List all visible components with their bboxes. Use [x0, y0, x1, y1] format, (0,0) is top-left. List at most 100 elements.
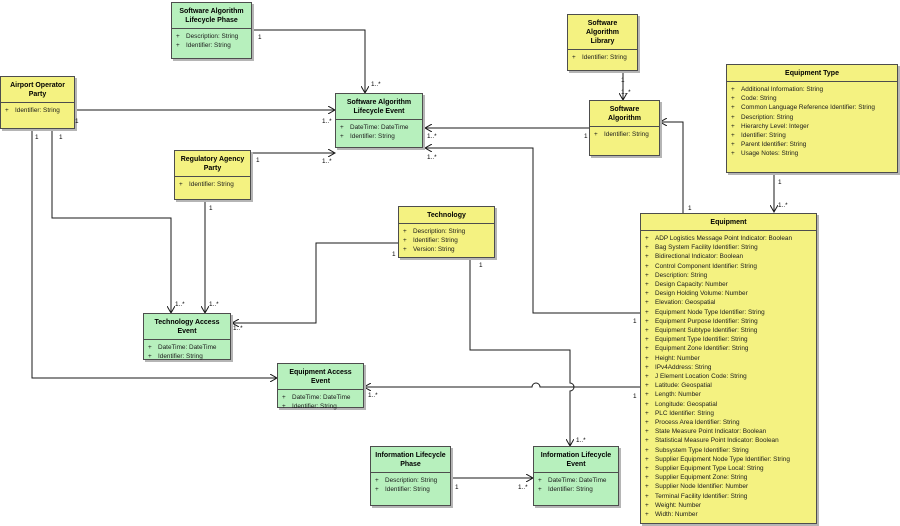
mult-algo-to-event-dst: 1..* [427, 133, 437, 140]
class-equipment-type[interactable]: Equipment Type + Additional Information: S… [726, 64, 898, 173]
attribute-text: Latitude: Geospatial [655, 382, 712, 390]
attribute-row: + Identifier: String [282, 402, 360, 411]
attribute-row: +Design Capacity: Number [645, 280, 813, 289]
mult-equip-to-event-dst: 1..* [427, 154, 437, 161]
public-visibility-marker: + [731, 132, 735, 140]
public-visibility-marker: + [645, 474, 649, 482]
assoc-technology-to-info-event [469, 257, 575, 446]
assoc-airport-to-tech-access [51, 129, 171, 313]
class-information-lifecycle-phase[interactable]: Information Lifecycle Phase + Description:… [370, 446, 451, 506]
attribute-row: +Identifier: String [179, 180, 247, 189]
class-software-algorithm-library[interactable]: Software Algorithm Library +Identifier: S… [567, 14, 638, 71]
attribute-text: Hierarchy Level: Integer [741, 122, 809, 130]
class-software-algorithm-lifecycle-phase[interactable]: Software Algorithm Lifecycle Phase+Descr… [171, 2, 252, 59]
mult-equip-to-access-src: 1 [633, 393, 637, 400]
class-regulatory-agency-party[interactable]: Regulatory Agency Party +Identifier: Stri… [174, 150, 251, 200]
attribute-row: +Control Component Identifier: String [645, 262, 813, 271]
attribute-text: Equipment Zone Identifier: String [655, 345, 749, 353]
attribute-row: + ADP Logistics Message Point Indicator: … [645, 234, 813, 243]
attribute-row: +Description: String [403, 227, 491, 236]
attribute-text: Control Component Identifier: String [655, 262, 757, 270]
class-title: Equipment Type [727, 65, 897, 82]
public-visibility-marker: + [731, 86, 735, 93]
public-visibility-marker: + [645, 363, 649, 371]
public-visibility-marker: + [645, 235, 649, 242]
attribute-row: +Longitude: Geospatial [645, 400, 813, 409]
attribute-row: +Usage Notes: String [731, 149, 894, 158]
public-visibility-marker: + [645, 465, 649, 473]
public-visibility-marker: + [375, 486, 379, 494]
attribute-row: +Height: Number [645, 354, 813, 363]
public-visibility-marker: + [282, 403, 286, 411]
class-title: Software Algorithm Library [568, 15, 637, 50]
attribute-row: +Weight: Number [645, 501, 813, 510]
class-airport-operator-party[interactable]: Airport Operator Party+Identifier: Strin… [0, 76, 75, 129]
attribute-row: +Width: Number [645, 510, 813, 519]
attribute-text: DateTime: DateTime [548, 477, 607, 484]
assoc-phase-to-event [251, 29, 365, 93]
public-visibility-marker: + [645, 345, 649, 353]
class-technology-access-event[interactable]: Technology Access Event+DateTime: DateTi… [143, 313, 231, 360]
attribute-list: +DateTime: DateTime+Identifier: String [278, 390, 363, 414]
attribute-list: +Additional Information: String+Code: St… [727, 82, 897, 162]
public-visibility-marker: + [403, 246, 407, 254]
mult-equip-type-src: 1 [778, 179, 782, 186]
public-visibility-marker: + [282, 394, 286, 401]
public-visibility-marker: + [645, 317, 649, 325]
attribute-text: Identifier: String [413, 237, 458, 245]
class-technology[interactable]: Technology+Description: String+Identifie… [398, 206, 495, 258]
class-software-algorithm-lifecycle-event[interactable]: Software Algorithm Lifecycle Event+DateT… [335, 93, 423, 148]
public-visibility-marker: + [645, 382, 649, 390]
mult-info-phase-dst: 1..* [518, 484, 528, 491]
public-visibility-marker: + [645, 492, 649, 500]
attribute-row: +Equipment Type Identifier: String [645, 335, 813, 344]
attribute-text: Equipment Purpose Identifier: String [655, 317, 758, 325]
attribute-text: Version: String [413, 246, 455, 254]
attribute-text: Identifier: String [292, 403, 337, 411]
attribute-row: + Additional Information: String [731, 85, 894, 94]
attribute-text: Longitude: Geospatial [655, 400, 718, 408]
public-visibility-marker: + [731, 150, 735, 158]
attribute-text: Description: String [655, 271, 708, 279]
attribute-row: + Version: String [403, 245, 491, 254]
public-visibility-marker: + [645, 244, 649, 252]
attribute-row: +Elevation: Geospatial [645, 298, 813, 307]
public-visibility-marker: + [645, 419, 649, 427]
attribute-text: IPv4Address: String [655, 363, 712, 371]
public-visibility-marker: + [645, 483, 649, 491]
public-visibility-marker: + [594, 131, 598, 138]
attribute-row: +Identifier: String [572, 53, 634, 62]
class-equipment-access-event[interactable]: Equipment Access Event+DateTime: DateTim… [277, 363, 364, 410]
attribute-row: + Terminal Facility Identifier: String [645, 492, 813, 501]
attribute-text: State Measure Point Indicator: Boolean [655, 428, 767, 436]
class-title: Regulatory Agency Party [175, 151, 250, 177]
class-title: Information Lifecycle Phase [371, 447, 450, 473]
attribute-text: Terminal Facility Identifier: String [655, 492, 748, 500]
attribute-text: Description: String [385, 477, 438, 484]
mult-equip-type-dst: 1..* [778, 202, 788, 209]
attribute-row: +Identifier: String [340, 132, 419, 141]
public-visibility-marker: + [731, 141, 735, 149]
attribute-list: +Description: String + Identifier: String+… [399, 224, 494, 258]
attribute-text: Identifier: String [158, 353, 203, 361]
attribute-row: +PLC Identifier: String [645, 409, 813, 418]
class-equipment[interactable]: Equipment+ADP Logistics Message Point In… [640, 213, 817, 524]
attribute-row: +Identifier: String [5, 106, 71, 115]
public-visibility-marker: + [645, 299, 649, 307]
public-visibility-marker: + [731, 113, 735, 121]
attribute-text: Identifier: String [604, 131, 649, 138]
attribute-text: Height: Number [655, 354, 700, 362]
attribute-list: +DateTime: DateTime+Identifier: String [336, 120, 422, 144]
mult-reg-to-event-src: 1 [256, 157, 260, 164]
attribute-list: +Description: String+Identifier: String [371, 473, 450, 497]
attribute-text: PLC Identifier: String [655, 409, 714, 417]
attribute-text: Additional Information: String [741, 86, 824, 93]
class-information-lifecycle-event[interactable]: Information Lifecycle Event+DateTime: Da… [533, 446, 619, 506]
attribute-row: +DateTime: DateTime [538, 476, 615, 485]
public-visibility-marker: + [645, 271, 649, 279]
attribute-text: ADP Logistics Message Point Indicator: B… [655, 235, 793, 242]
public-visibility-marker: + [179, 181, 183, 188]
attribute-row: +Common Language Reference Identifier: S… [731, 103, 894, 112]
class-software-algorithm[interactable]: Software Algorithm+Identifier: String [589, 100, 660, 156]
